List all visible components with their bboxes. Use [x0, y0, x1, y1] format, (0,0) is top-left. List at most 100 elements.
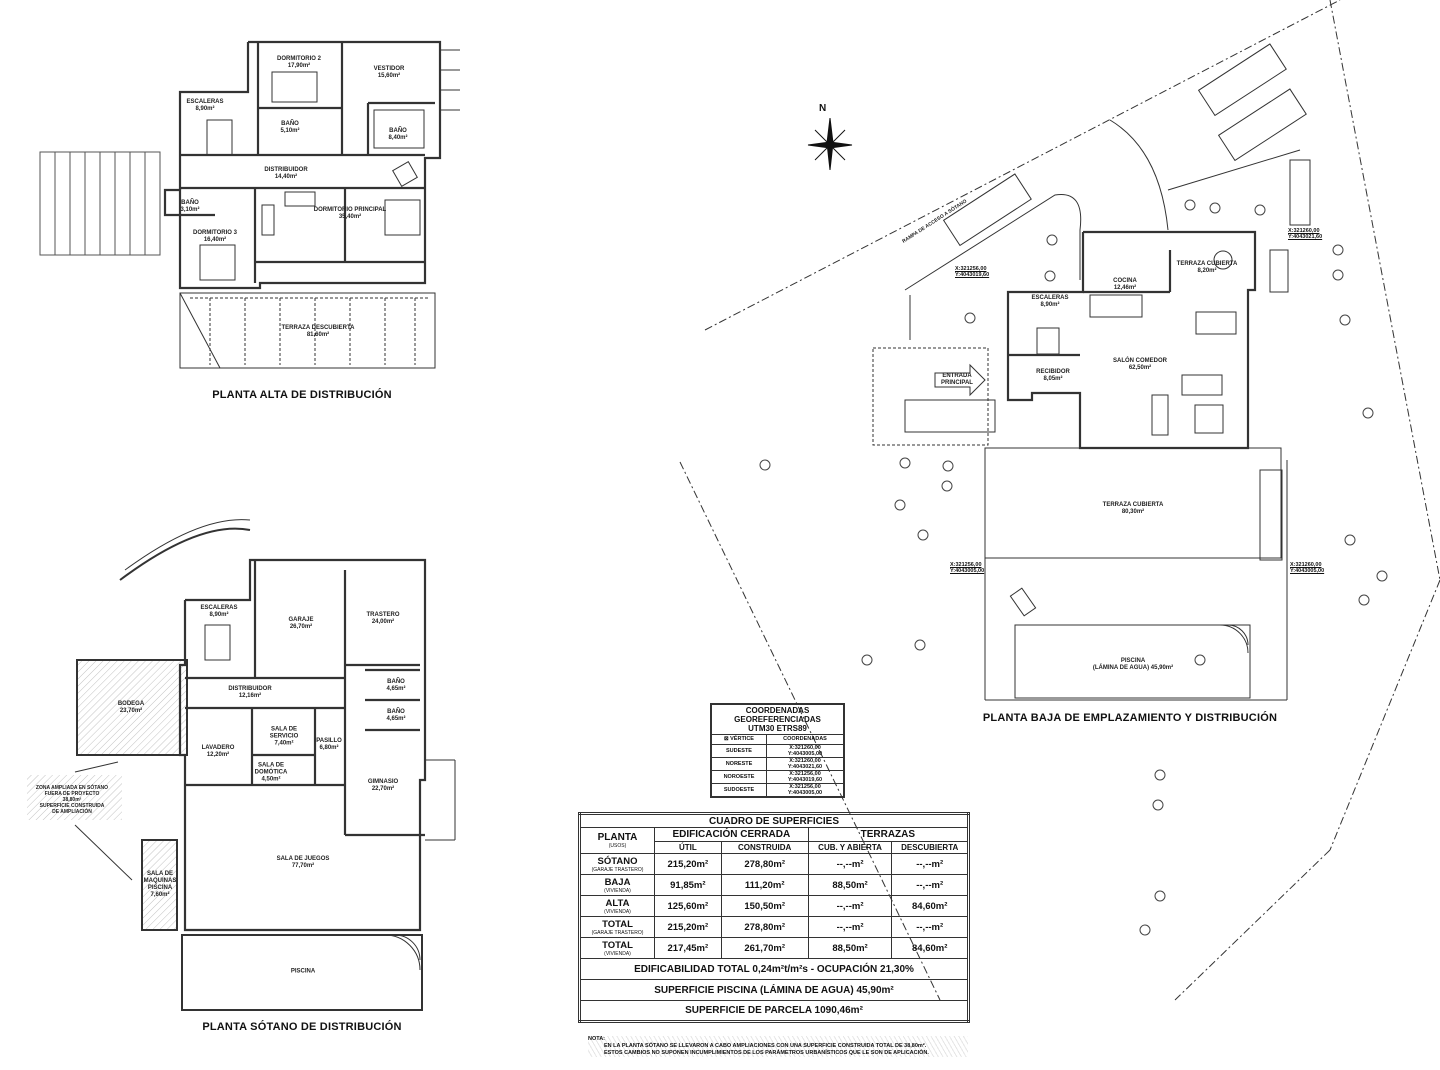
- group-terrazas: TERRAZAS: [807, 827, 970, 842]
- room-label: PISCINA(LÁMINA DE AGUA) 45,90m²: [1093, 658, 1173, 672]
- note-line: DE AMPLIACIÓN: [52, 809, 92, 815]
- room-area: 14,40m²: [274, 174, 298, 180]
- room-name: TRASTERO: [366, 612, 400, 618]
- room-area: 12,20m²: [206, 752, 230, 758]
- note-line: FUERA DE PROYECTO: [44, 791, 100, 797]
- room-area: 5,10m²: [280, 128, 300, 134]
- room-area: 16,40m²: [203, 237, 227, 243]
- room-area: 8,20m²: [1197, 268, 1217, 274]
- col-construida: CONSTRUIDA: [720, 841, 809, 854]
- ampliacion-note: ZONA AMPLIADA EN SÓTANO FUERA DE PROYECT…: [36, 785, 108, 815]
- col-planta: PLANTA(USOS): [579, 827, 655, 854]
- room-name: ESCALERAS: [200, 605, 238, 611]
- room-area: 62,50m²: [1128, 365, 1152, 371]
- north-arrow-icon: [807, 117, 853, 171]
- room-area: 24,00m²: [371, 619, 395, 625]
- room-name: DISTRIBUIDOR: [264, 167, 308, 173]
- room-area: 4,65m²: [386, 716, 406, 722]
- note-line: ZONA AMPLIADA EN SÓTANO: [35, 785, 109, 791]
- room-area: 6,80m²: [319, 745, 339, 751]
- plan-baja: [679, 0, 1440, 1001]
- room-name: SALA DE MAQUINAS PISCINA: [143, 871, 177, 891]
- room-area: 81,60m²: [306, 332, 330, 338]
- room-area: 80,30m²: [1121, 509, 1145, 515]
- room-name: BAÑO: [281, 121, 299, 127]
- room-area: 26,70m²: [289, 624, 313, 630]
- note-line: SUPERFICIE CONSTRUIDA: [39, 803, 105, 809]
- room-name: PASILLO: [316, 738, 342, 744]
- furniture: [199, 49, 460, 281]
- trees: [759, 199, 1388, 936]
- room-name: SALA DE JUEGOS: [276, 856, 330, 862]
- room-area: 77,70m²: [291, 863, 315, 869]
- room-name: VESTIDOR: [373, 66, 405, 72]
- room-name: ESCALERAS: [186, 99, 224, 105]
- room-name: PISCINA: [290, 968, 316, 975]
- plan-title-alta: PLANTA ALTA DE DISTRIBUCIÓN: [212, 389, 392, 401]
- room-name: PISCINA: [1120, 658, 1146, 664]
- room-name: GIMNASIO: [367, 779, 399, 785]
- solar-panels: [39, 151, 161, 256]
- room-area: 8,90m²: [195, 106, 215, 112]
- room-name: TERRAZA DESCUBIERTA: [281, 325, 355, 331]
- coords-header-coords: COORDENADAS: [766, 734, 845, 745]
- entrance-porch: [872, 347, 989, 446]
- room-name: TERRAZA CUBIERTA: [1102, 502, 1164, 508]
- room-area: 15,60m²: [377, 73, 401, 79]
- room-name: BAÑO: [181, 200, 199, 206]
- room-label: PISCINA: [291, 969, 315, 976]
- room-name: DISTRIBUIDOR: [228, 686, 272, 692]
- edificabilidad-row: EDIFICABILIDAD TOTAL 0,24m²t/m²s - OCUPA…: [579, 958, 969, 980]
- terrace-pergola: [179, 292, 436, 369]
- room-area: 12,46m²: [1113, 285, 1137, 291]
- plan-title-baja: PLANTA BAJA DE EMPLAZAMIENTO Y DISTRIBUC…: [982, 712, 1278, 724]
- note-line: 38,80m²: [62, 797, 82, 803]
- plan-sotano: [27, 519, 456, 1011]
- room-name: DORMITORIO 3: [193, 230, 237, 236]
- piscina-row: SUPERFICIE PISCINA (LÁMINA DE AGUA) 45,9…: [579, 979, 969, 1001]
- room-area: 7,40m²: [274, 740, 294, 747]
- room-name: RECIBIDOR: [1036, 369, 1070, 375]
- room-area: 8,90m²: [209, 612, 229, 618]
- room-name: SALA DE DOMÓTICA: [254, 762, 288, 776]
- note-label: NOTA:: [588, 1036, 606, 1042]
- col-util: ÚTIL: [654, 841, 722, 854]
- room-area: 17,90m²: [287, 63, 311, 69]
- parcela-row: SUPERFICIE DE PARCELA 1090,46m²: [579, 1000, 969, 1022]
- room-area: 35,40m²: [338, 214, 362, 220]
- coords-header-vertex: ⊠ VÉRTICE: [710, 734, 767, 745]
- room-area: 12,16m²: [238, 693, 262, 699]
- room-area: 4,50m²: [261, 776, 281, 783]
- room-name: BAÑO: [387, 709, 405, 715]
- room-name: ESCALERAS: [1031, 295, 1069, 301]
